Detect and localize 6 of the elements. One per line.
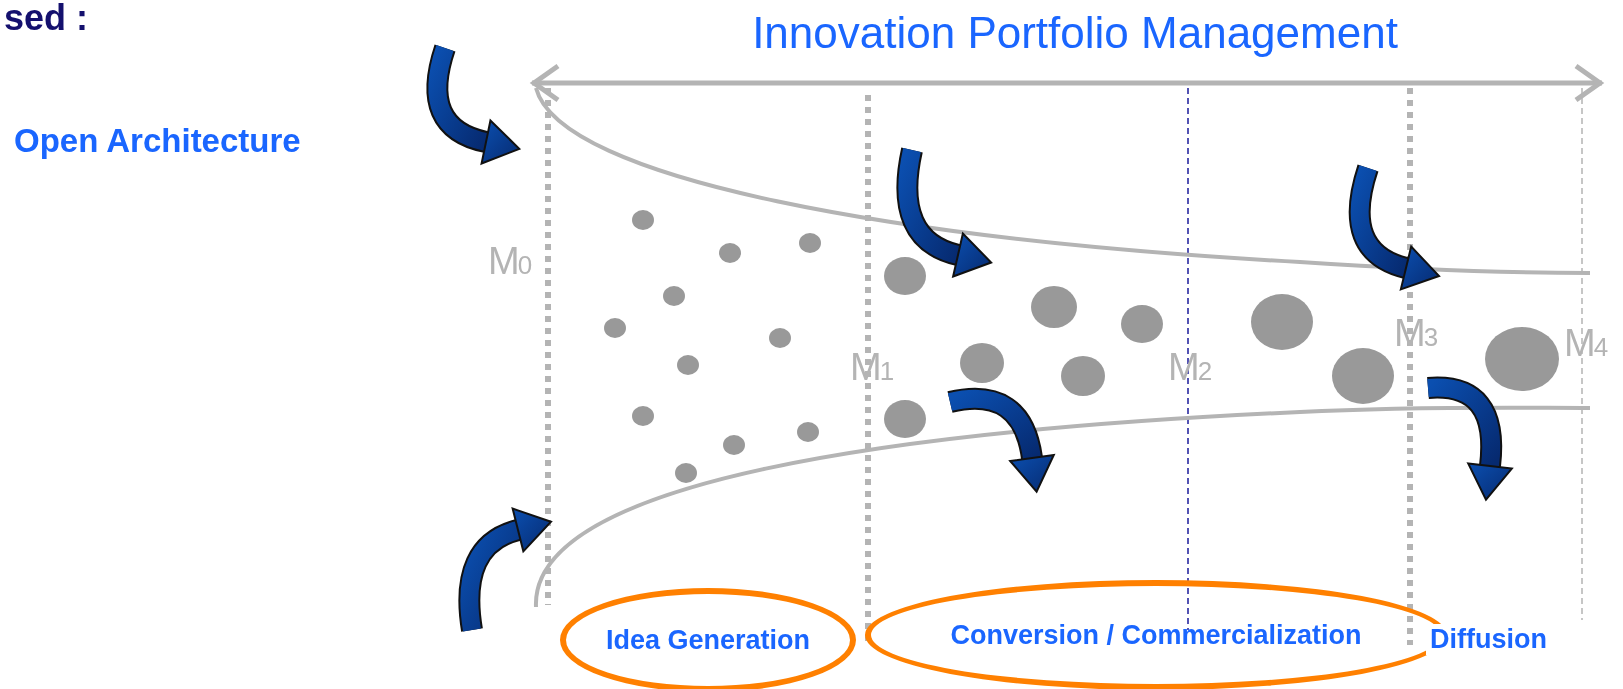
title: Innovation Portfolio Management [751, 8, 1399, 58]
stage-label: Idea Generation [605, 624, 811, 656]
stage-ellipse [560, 588, 856, 689]
stage-label: Conversion / Commercialization [950, 619, 1362, 651]
heading-text: sed : [4, 0, 89, 36]
side-label: Open Architecture [14, 124, 301, 157]
